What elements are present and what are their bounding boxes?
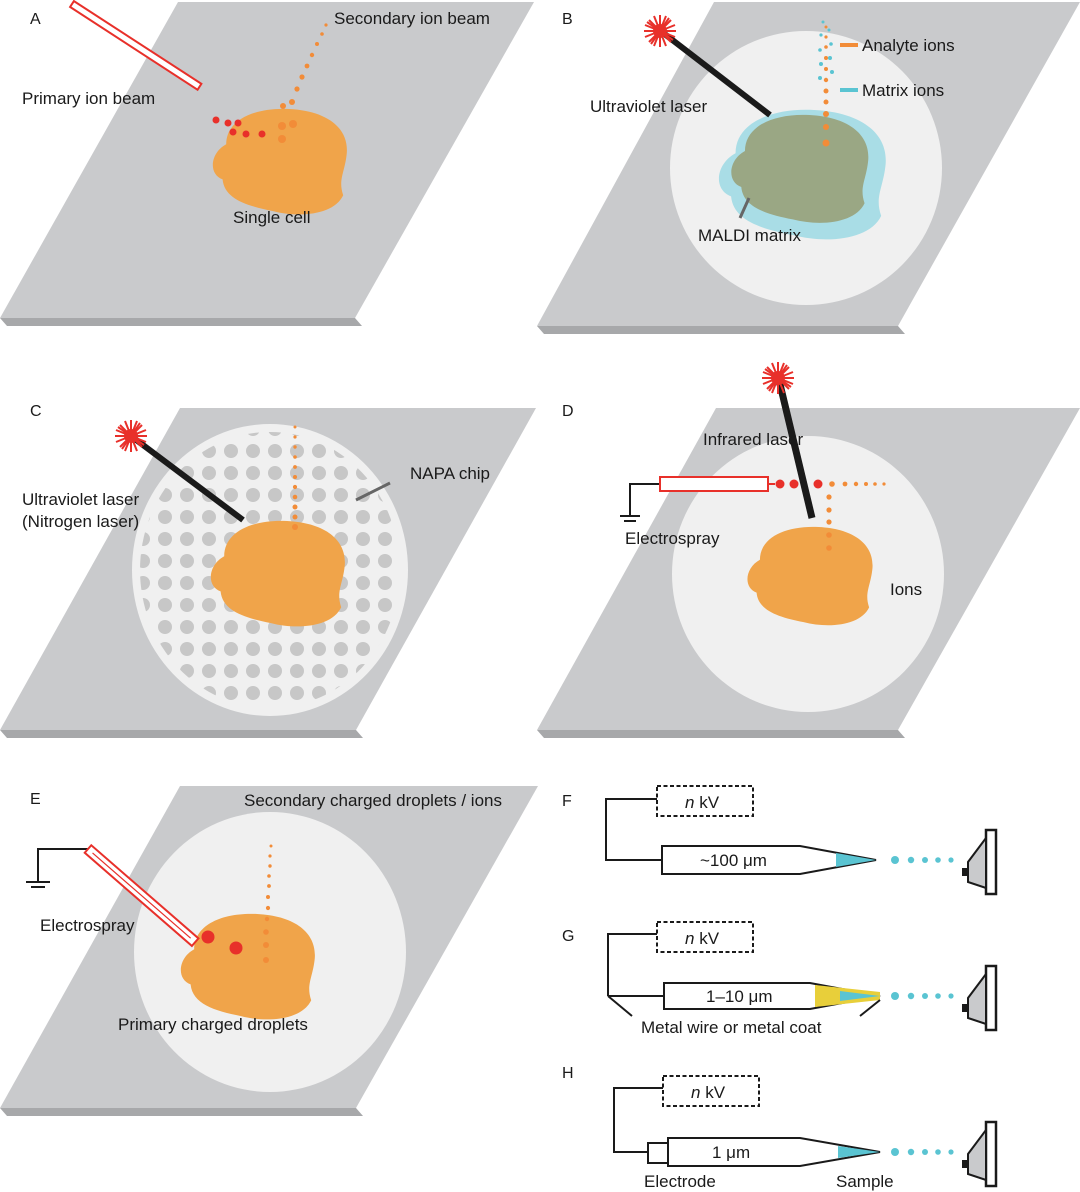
voltage-box [656, 921, 754, 953]
ground-symbol [26, 848, 88, 888]
secondary-droplets [263, 844, 273, 963]
laser-flash-icon [761, 361, 795, 395]
panel-g: G n kV 1–10 μm Metal wire or metal coat [562, 921, 998, 1037]
sample-plate-edge [537, 326, 905, 334]
ions-label: Ions [890, 580, 922, 599]
voltage-box [662, 1075, 760, 1107]
electrospray-capillary [83, 843, 200, 948]
panel-b: B Ultraviolet laser Analyte ions Matrix … [537, 2, 1080, 334]
analyte-ions [822, 25, 830, 147]
primary-ion-beam-capillary [68, 0, 203, 92]
primary-ion-beam-label: Primary ion beam [22, 89, 155, 108]
panel-h: H n kV 1 μm Electrode Sample [562, 1065, 998, 1191]
maldi-matrix-label: MALDI matrix [698, 226, 801, 245]
ultraviolet-laser-beam [129, 433, 245, 523]
electrospray-label: Electrospray [625, 529, 720, 548]
ground-symbol [620, 483, 660, 522]
sample-plate-edge [537, 730, 905, 738]
nanospray-emitter [661, 845, 877, 875]
sample-plate-edge [0, 318, 362, 326]
analyte-ions-label: Analyte ions [862, 36, 955, 55]
panel-c: C Ultraviolet laser (Nitrogen laser) NAP… [0, 403, 536, 738]
ion-plume [292, 425, 298, 530]
primary-ions [212, 116, 266, 138]
infrared-laser-beam [775, 379, 816, 519]
ultraviolet-laser-label: Ultraviolet laser [22, 490, 139, 509]
panel-b-letter: B [562, 11, 573, 28]
emitter-size-label: 1 μm [712, 1143, 750, 1162]
sample-plate-edge [0, 730, 363, 738]
ultraviolet-laser-label: Ultraviolet laser [590, 97, 707, 116]
panel-f-letter: F [562, 793, 572, 810]
mass-spectrometer-inlet-icon [960, 1120, 998, 1188]
panel-g-letter: G [562, 928, 574, 945]
voltage-label: n kV [685, 929, 720, 948]
sprayed-droplets [891, 1148, 954, 1156]
panel-a-letter: A [30, 11, 41, 28]
electrospray-capillary [659, 476, 775, 492]
ion-plume [826, 481, 886, 551]
nanospray-emitter [667, 1137, 881, 1167]
secondary-ion-beam-label: Secondary ion beam [334, 9, 490, 28]
coat-wire-right [859, 999, 881, 1017]
primary-droplets-label: Primary charged droplets [118, 1015, 308, 1034]
metal-coat-label: Metal wire or metal coat [641, 1018, 822, 1037]
coat-wire-left [607, 995, 633, 1017]
sample-solution [838, 1146, 880, 1158]
electrospray-label: Electrospray [40, 916, 135, 935]
laser-flash-icon [114, 419, 148, 453]
sample-label: Sample [836, 1172, 894, 1191]
panel-d-letter: D [562, 403, 574, 420]
laser-flash-icon [643, 14, 677, 48]
single-cell-label: Single cell [233, 208, 311, 227]
mass-spectrometer-inlet-icon [960, 828, 998, 896]
napa-chip-label: NAPA chip [410, 464, 490, 483]
infrared-laser-label: Infrared laser [703, 430, 803, 449]
panel-a: A Primary ion beam Secondary ion beam Si… [0, 0, 534, 326]
panel-d: D Infrared laser Electrospray Ions [537, 361, 1080, 738]
napa-chip-pointer [355, 481, 391, 502]
panel-c-letter: C [30, 403, 42, 420]
nitrogen-laser-label: (Nitrogen laser) [22, 512, 139, 531]
emitter-size-label: ~100 μm [700, 851, 767, 870]
ultraviolet-laser-beam [660, 29, 772, 118]
panel-e-letter: E [30, 791, 41, 808]
primary-charged-droplets [201, 930, 243, 955]
circuit-wire [613, 1087, 663, 1153]
charged-droplets [775, 479, 823, 489]
sample-solution [840, 991, 880, 1001]
panel-h-letter: H [562, 1065, 574, 1082]
mass-spectrometer-inlet-icon [960, 964, 998, 1032]
matrix-ions-label: Matrix ions [862, 81, 944, 100]
voltage-box [656, 785, 754, 817]
sample-solution [836, 853, 876, 867]
maldi-matrix-pointer [738, 197, 751, 219]
secondary-ions [278, 23, 328, 143]
voltage-label: n kV [691, 1083, 726, 1102]
sample-plate-edge [0, 1108, 363, 1116]
matrix-ions [818, 20, 834, 80]
circuit-wire [607, 933, 657, 996]
electrode-label: Electrode [644, 1172, 716, 1191]
voltage-label: n kV [685, 793, 720, 812]
panel-e: E Secondary charged droplets / ions Elec… [0, 786, 538, 1116]
circuit-wire [605, 798, 662, 861]
emitter-size-label: 1–10 μm [706, 987, 773, 1006]
panel-f: F n kV ~100 μm [562, 785, 998, 896]
sprayed-droplets [891, 992, 954, 1000]
sprayed-droplets [891, 856, 954, 864]
secondary-droplets-label: Secondary charged droplets / ions [244, 791, 502, 810]
